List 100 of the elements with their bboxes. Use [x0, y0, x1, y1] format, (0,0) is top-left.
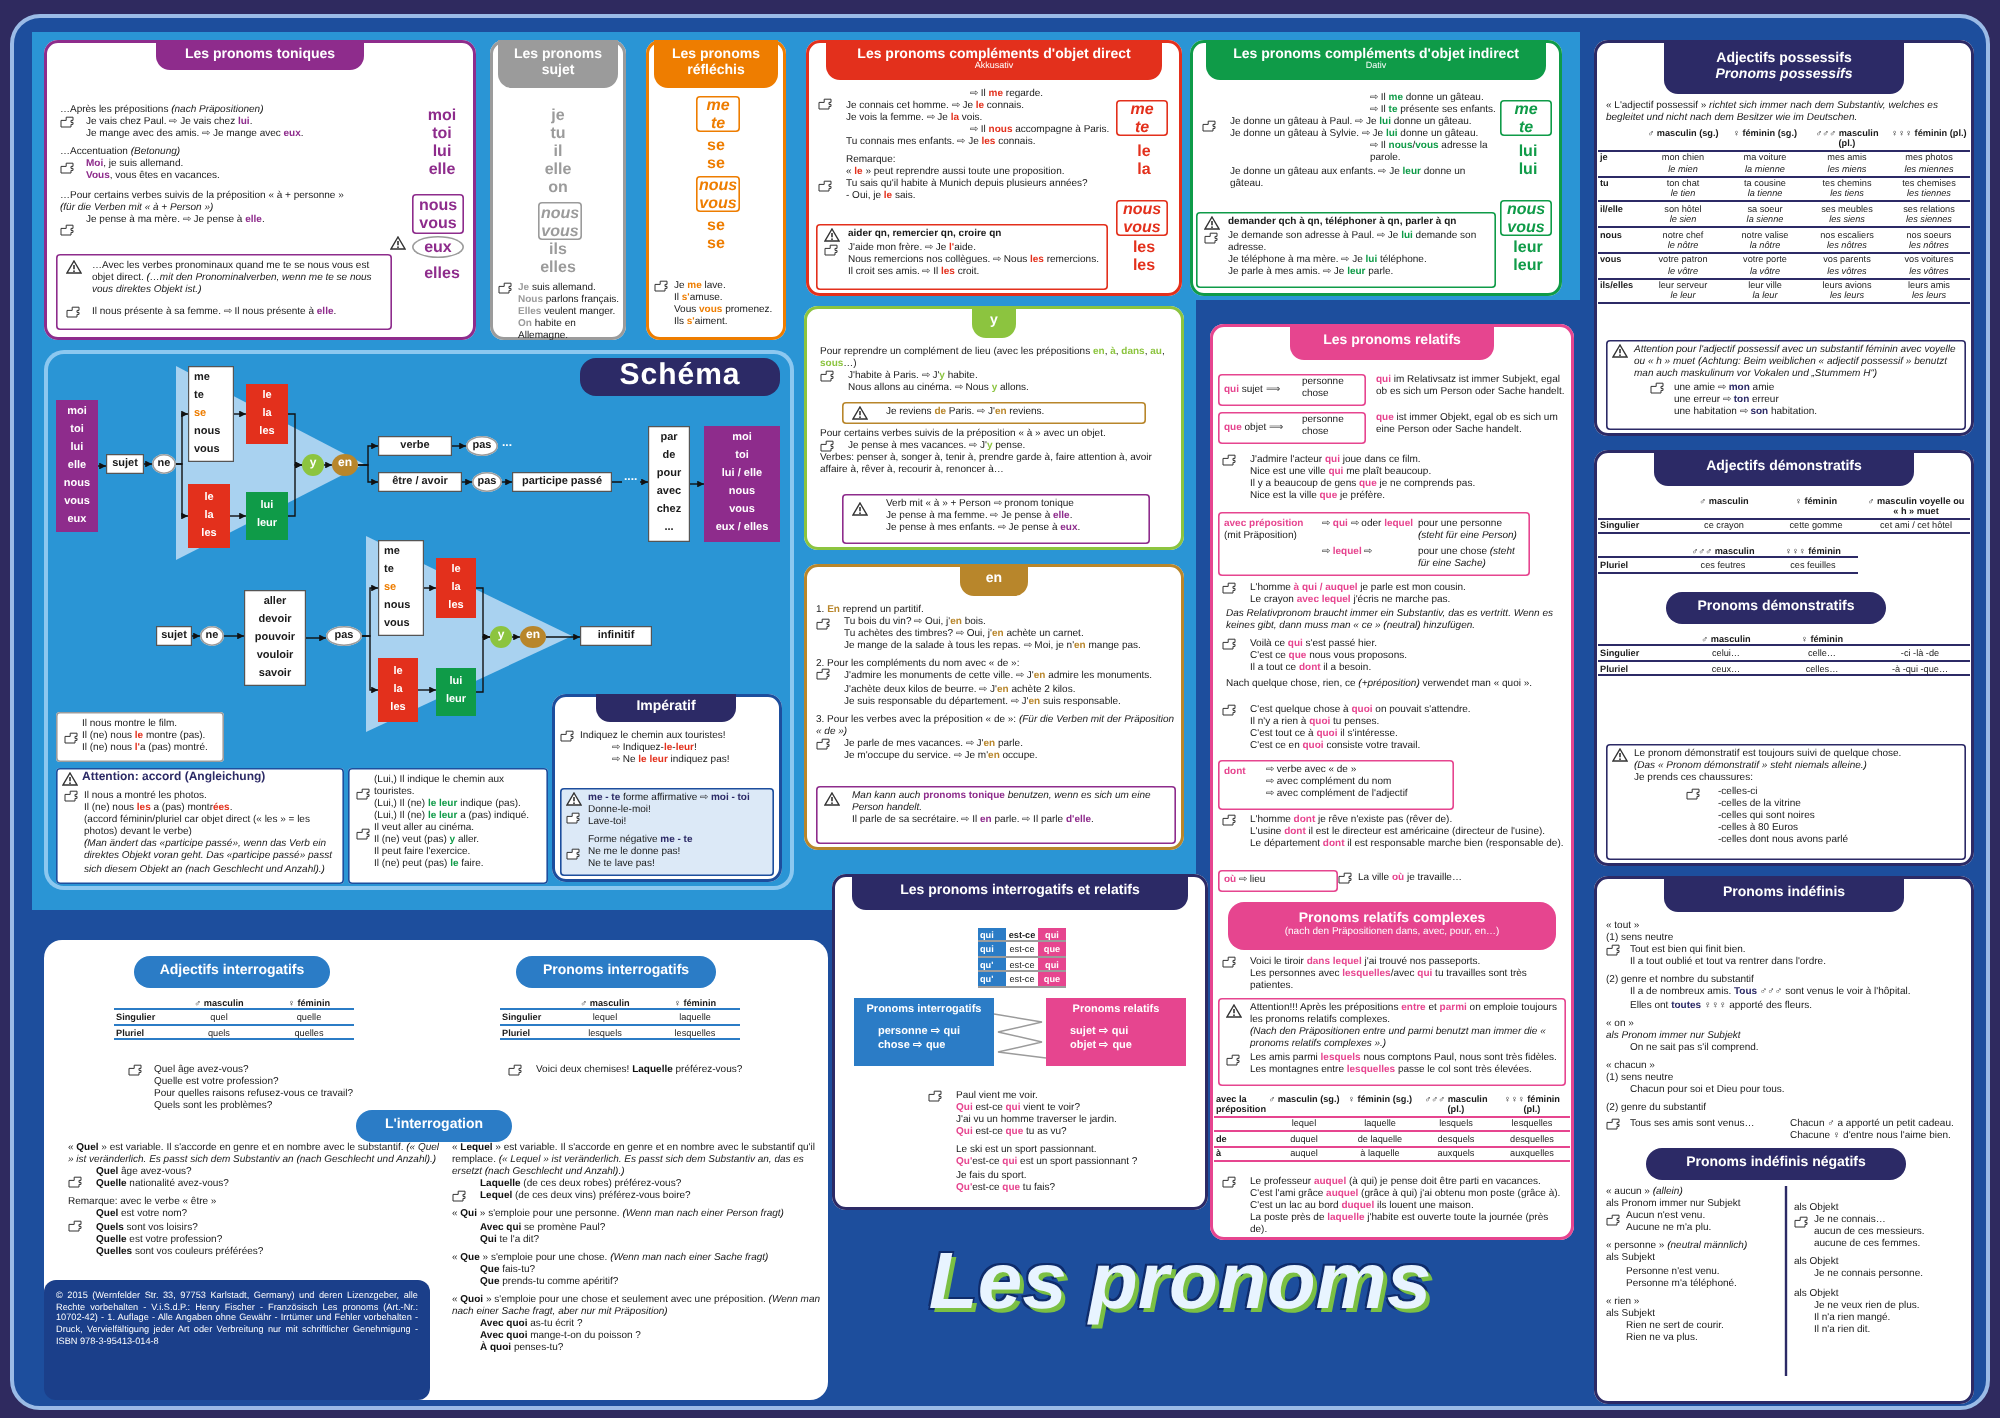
pronoun-word: elles [422, 264, 462, 282]
info-panel [1594, 876, 1974, 1404]
info-panel [490, 40, 626, 340]
pronoun-word: nous [418, 196, 458, 214]
pronoun-word: vous [419, 214, 457, 232]
label-box [580, 626, 652, 646]
arrow [417, 686, 437, 694]
pronoun-word: nous [540, 203, 580, 221]
arrow [423, 584, 437, 592]
arrow [175, 463, 189, 520]
note-box [1116, 200, 1168, 236]
arrow [287, 461, 303, 517]
arrow [97, 462, 107, 470]
note-box [1218, 512, 1530, 576]
note-box [816, 786, 1176, 844]
heading-band [516, 956, 716, 988]
note-box [1218, 870, 1338, 892]
note-box [1606, 340, 1966, 430]
label-box [378, 436, 452, 456]
pronoun-word: les [1130, 256, 1158, 274]
label-box [648, 426, 690, 542]
oval-node [472, 472, 502, 492]
note-box [1218, 374, 1366, 406]
pronoun-word: lui [430, 142, 454, 160]
info-panel [832, 874, 1208, 1210]
pronoun-word: vous [541, 221, 579, 239]
copyright-box [44, 1280, 430, 1400]
note-box [1500, 100, 1552, 136]
info-panel [552, 694, 782, 882]
pronoun-word: ils [547, 240, 569, 258]
arrow [545, 633, 581, 641]
arrow [475, 633, 491, 693]
note-box [56, 768, 344, 884]
note-box [842, 402, 1146, 424]
pronoun-box [56, 400, 98, 532]
arrow [357, 464, 379, 486]
note-box [1218, 760, 1454, 810]
pronoun-box [246, 492, 288, 540]
arrow [361, 635, 379, 694]
arrow [461, 478, 473, 486]
info-panel [804, 564, 1184, 850]
content-panel [44, 940, 828, 1400]
info-panel [44, 40, 476, 340]
pronoun-word: se [705, 216, 727, 234]
info-panel [1190, 40, 1562, 296]
note-box [696, 96, 740, 132]
pronoun-word: te [710, 114, 726, 132]
pronoun-word: se [705, 136, 727, 154]
table-grid [1598, 494, 1970, 538]
note-box [816, 224, 1108, 290]
heading-band [356, 1110, 512, 1142]
pronoun-word: nous [698, 176, 738, 194]
pronoun-word: me [706, 96, 730, 114]
label-box [378, 540, 424, 636]
label-box [106, 454, 144, 474]
pronoun-word: je [549, 106, 567, 124]
note-box [412, 194, 464, 234]
oval-node [326, 626, 362, 646]
label-box [188, 366, 234, 462]
label-box [244, 590, 306, 686]
arrow [191, 632, 201, 640]
heading-band [134, 956, 330, 988]
pronoun-box [704, 426, 780, 542]
note-box [56, 254, 392, 330]
arrow [175, 410, 189, 465]
pronoun-word: vous [1123, 218, 1161, 236]
arrow [511, 633, 521, 641]
arrow [611, 478, 649, 486]
arrow [501, 478, 513, 486]
note-box [1218, 412, 1366, 444]
arrow [143, 460, 153, 468]
info-panel [806, 40, 1182, 296]
note-box [696, 176, 740, 212]
circle-node [332, 454, 358, 476]
pronoun-word: il [551, 142, 565, 160]
oval-node [152, 454, 176, 474]
pronoun-word: nous [1506, 200, 1546, 218]
pronoun-word: la [1135, 160, 1153, 178]
oval-node [412, 236, 464, 258]
arrow [229, 512, 247, 520]
pronoun-word: elles [538, 258, 578, 276]
note-box [560, 788, 774, 876]
arrow [451, 442, 467, 450]
note-box [56, 712, 224, 762]
pronoun-word: tu [548, 124, 568, 142]
pronoun-word: elle [542, 160, 574, 178]
pronoun-word: nous [1122, 200, 1162, 218]
pronoun-word: se [705, 154, 727, 172]
diagram-panel [44, 350, 794, 890]
arrow [689, 480, 705, 488]
note-box [348, 768, 548, 884]
oval-node [466, 436, 498, 456]
connector-line [993, 1013, 1047, 1059]
pronoun-word: te [1518, 118, 1534, 136]
note-box [1196, 212, 1496, 288]
pronoun-box [436, 668, 476, 716]
pronoun-box [188, 484, 230, 548]
pronoun-box [1046, 998, 1186, 1066]
arrow [223, 632, 245, 640]
pronoun-box [246, 384, 288, 444]
